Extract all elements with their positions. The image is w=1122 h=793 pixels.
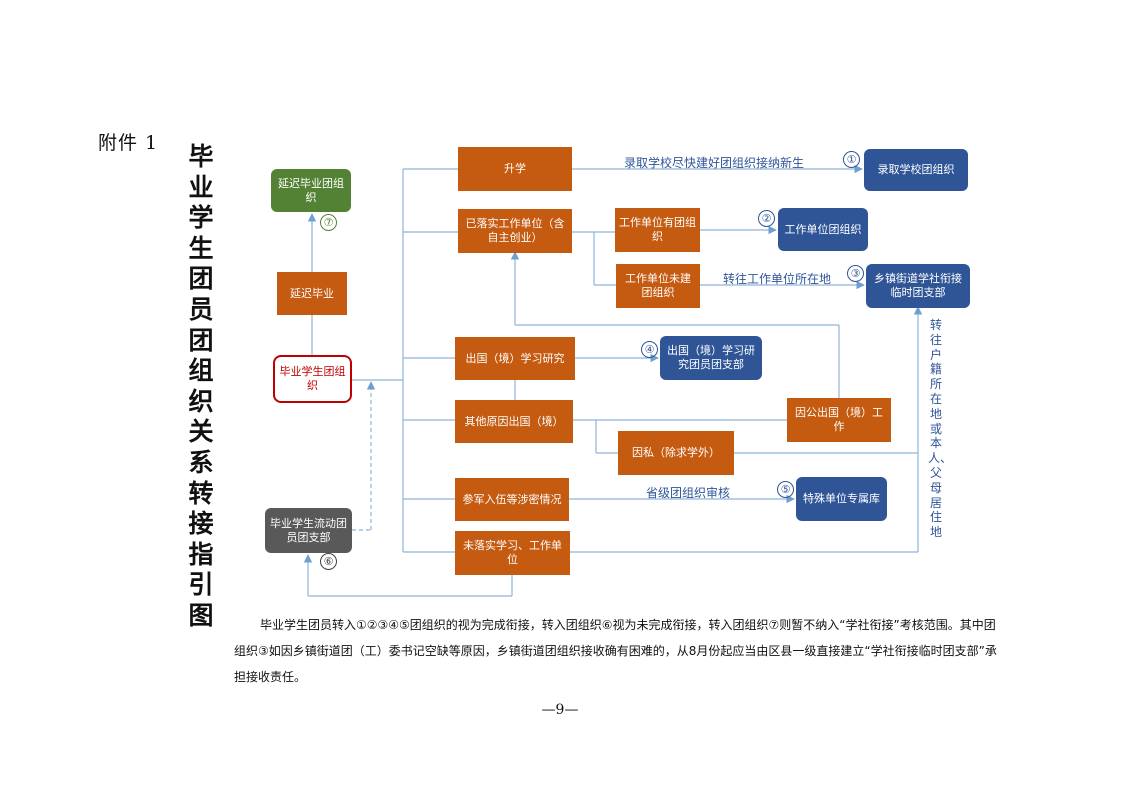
edge-label-school: 录取学校尽快建好团组织接纳新生 (624, 156, 805, 170)
marker-6: ⑥ (320, 553, 337, 570)
marker-4: ④ (641, 341, 658, 358)
marker-5: ⑤ (777, 481, 794, 498)
abroad-public-node: 因公出国（境）工作 (787, 398, 891, 442)
unit-no-org-node: 工作单位未建团组织 (616, 264, 700, 308)
edge-label-vertical: 转往户籍所在地或本人、父母居住地 (928, 318, 953, 540)
footnote: 毕业学生团员转入①②③④⑤团组织的视为完成衔接，转入团组织⑥视为未完成衔接，转入… (234, 612, 1004, 690)
dest-school-node: 录取学校团组织 (864, 149, 968, 191)
unit-has-org-node: 工作单位有团组织 (615, 208, 700, 252)
footnote-text: 毕业学生团员转入①②③④⑤团组织的视为完成衔接，转入团组织⑥视为未完成衔接，转入… (234, 618, 997, 684)
military-node: 参军入伍等涉密情况 (455, 478, 569, 521)
marker-2: ② (758, 210, 775, 227)
graduate-org-node: 毕业学生团组织 (273, 355, 352, 403)
attachment-label: 附件 1 (98, 132, 159, 154)
further-study-node: 升学 (458, 147, 572, 191)
unemployed-node: 未落实学习、工作单位 (455, 531, 570, 575)
abroad-private-node: 因私（除求学外） (618, 431, 734, 475)
abroad-study-node: 出国（境）学习研究 (455, 337, 575, 380)
marker-7: ⑦ (320, 214, 337, 231)
flow-branch-node: 毕业学生流动团员团支部 (265, 508, 352, 553)
marker-3: ③ (847, 265, 864, 282)
delay-graduation-node: 延迟毕业 (277, 272, 347, 315)
employed-node: 已落实工作单位（含自主创业） (458, 209, 572, 253)
abroad-other-node: 其他原因出国（境） (455, 400, 573, 443)
page-number: —9— (541, 702, 579, 718)
edge-label-province: 省级团组织审核 (646, 486, 731, 500)
dest-town-node: 乡镇街道学社衔接临时团支部 (866, 264, 970, 308)
page-title: 毕业学生团员团组织关系转接指引图 (188, 142, 214, 630)
delay-org-node: 延迟毕业团组织 (271, 169, 351, 212)
edge-label-transfer-unit: 转往工作单位所在地 (723, 272, 832, 286)
marker-1: ① (843, 151, 860, 168)
dest-unit-node: 工作单位团组织 (778, 208, 868, 251)
dest-abroad-node: 出国（境）学习研究团员团支部 (660, 336, 762, 380)
dest-special-node: 特殊单位专属库 (796, 477, 887, 521)
